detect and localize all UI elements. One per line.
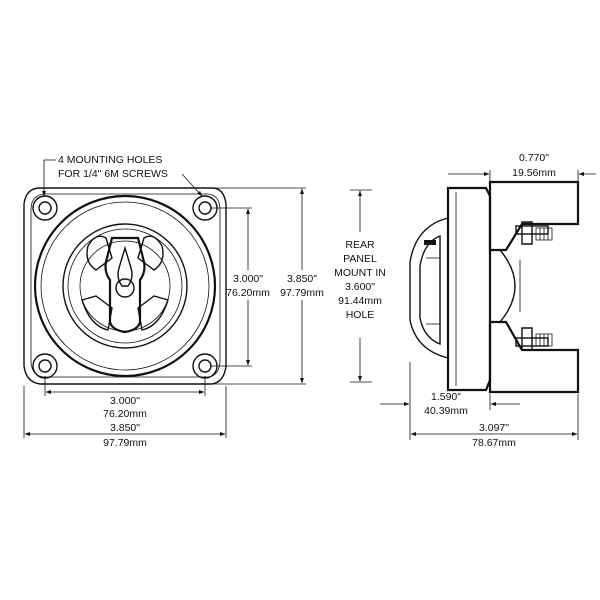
outer-width-mm: 97.79mm <box>103 437 147 449</box>
rear-depth-mm: 19.56mm <box>512 167 556 179</box>
front-depth-in: 1.590" <box>431 391 461 403</box>
panel-note-line-2: PANEL <box>343 253 377 265</box>
panel-note-line-1: REAR <box>345 239 375 251</box>
body-ring-3 <box>62 223 188 349</box>
callout-line-2: FOR 1/4" 6M SCREWS <box>58 168 168 180</box>
panel-note-line-3: MOUNT IN <box>334 267 386 279</box>
knob-handle <box>104 236 146 334</box>
callout-leader-left <box>42 159 56 197</box>
side-knob-inner <box>419 234 441 346</box>
panel-note-line-4: 3.600" <box>345 281 375 293</box>
knob-center-hub <box>115 278 135 298</box>
front-depth-mm: 40.39mm <box>424 405 468 417</box>
panel-mount-note: REAR PANEL MOUNT IN 3.600" 91.44mm HOLE <box>334 189 386 383</box>
outer-width-in: 3.850" <box>110 422 140 434</box>
knob-wing-right <box>137 235 164 271</box>
side-rear-dome <box>499 249 516 323</box>
knob-wing-lower-right <box>137 295 169 331</box>
inner-height-in: 3.000" <box>233 273 263 285</box>
outer-height-mm: 97.79mm <box>280 287 324 299</box>
hole-spacing-in: 3.000" <box>110 395 140 407</box>
inner-height-mm: 76.20mm <box>226 287 270 299</box>
panel-note-line-5: 91.44mm <box>338 295 382 307</box>
knob-wing-left <box>86 235 113 271</box>
side-knob-dome <box>409 217 449 359</box>
side-knob-mark <box>424 240 436 245</box>
front-view: 4 MOUNTING HOLES FOR 1/4" 6M SCREWS 3.00… <box>23 154 324 449</box>
side-lower-terminal-block <box>488 320 580 394</box>
side-body <box>446 186 492 392</box>
body-outer-ring <box>33 194 217 378</box>
knob-pointer <box>117 245 133 287</box>
total-depth-in: 3.097" <box>479 422 509 434</box>
outer-height-in: 3.850" <box>287 273 317 285</box>
side-lower-nut <box>521 327 533 351</box>
mounting-hole-bottom-left <box>32 353 58 379</box>
callout-line-1: 4 MOUNTING HOLES <box>58 154 162 166</box>
side-upper-nut <box>521 221 533 245</box>
body-ring-2 <box>40 201 210 371</box>
rear-depth-in: 0.770" <box>519 152 549 164</box>
mounting-flange <box>23 187 227 385</box>
callout-leader-right <box>181 173 203 197</box>
body-ring-4 <box>67 228 183 344</box>
total-depth-mm: 78.67mm <box>472 437 516 449</box>
side-upper-terminal-block <box>488 180 580 252</box>
side-view: 0.770" 19.56mm 1.590" 40.39mm 3.097" 78.… <box>380 152 596 449</box>
panel-note-line-6: HOLE <box>346 309 375 321</box>
mounting-hole-top-left <box>32 195 58 221</box>
knob-wing-lower-left <box>81 295 113 331</box>
hole-spacing-mm: 76.20mm <box>103 408 147 420</box>
